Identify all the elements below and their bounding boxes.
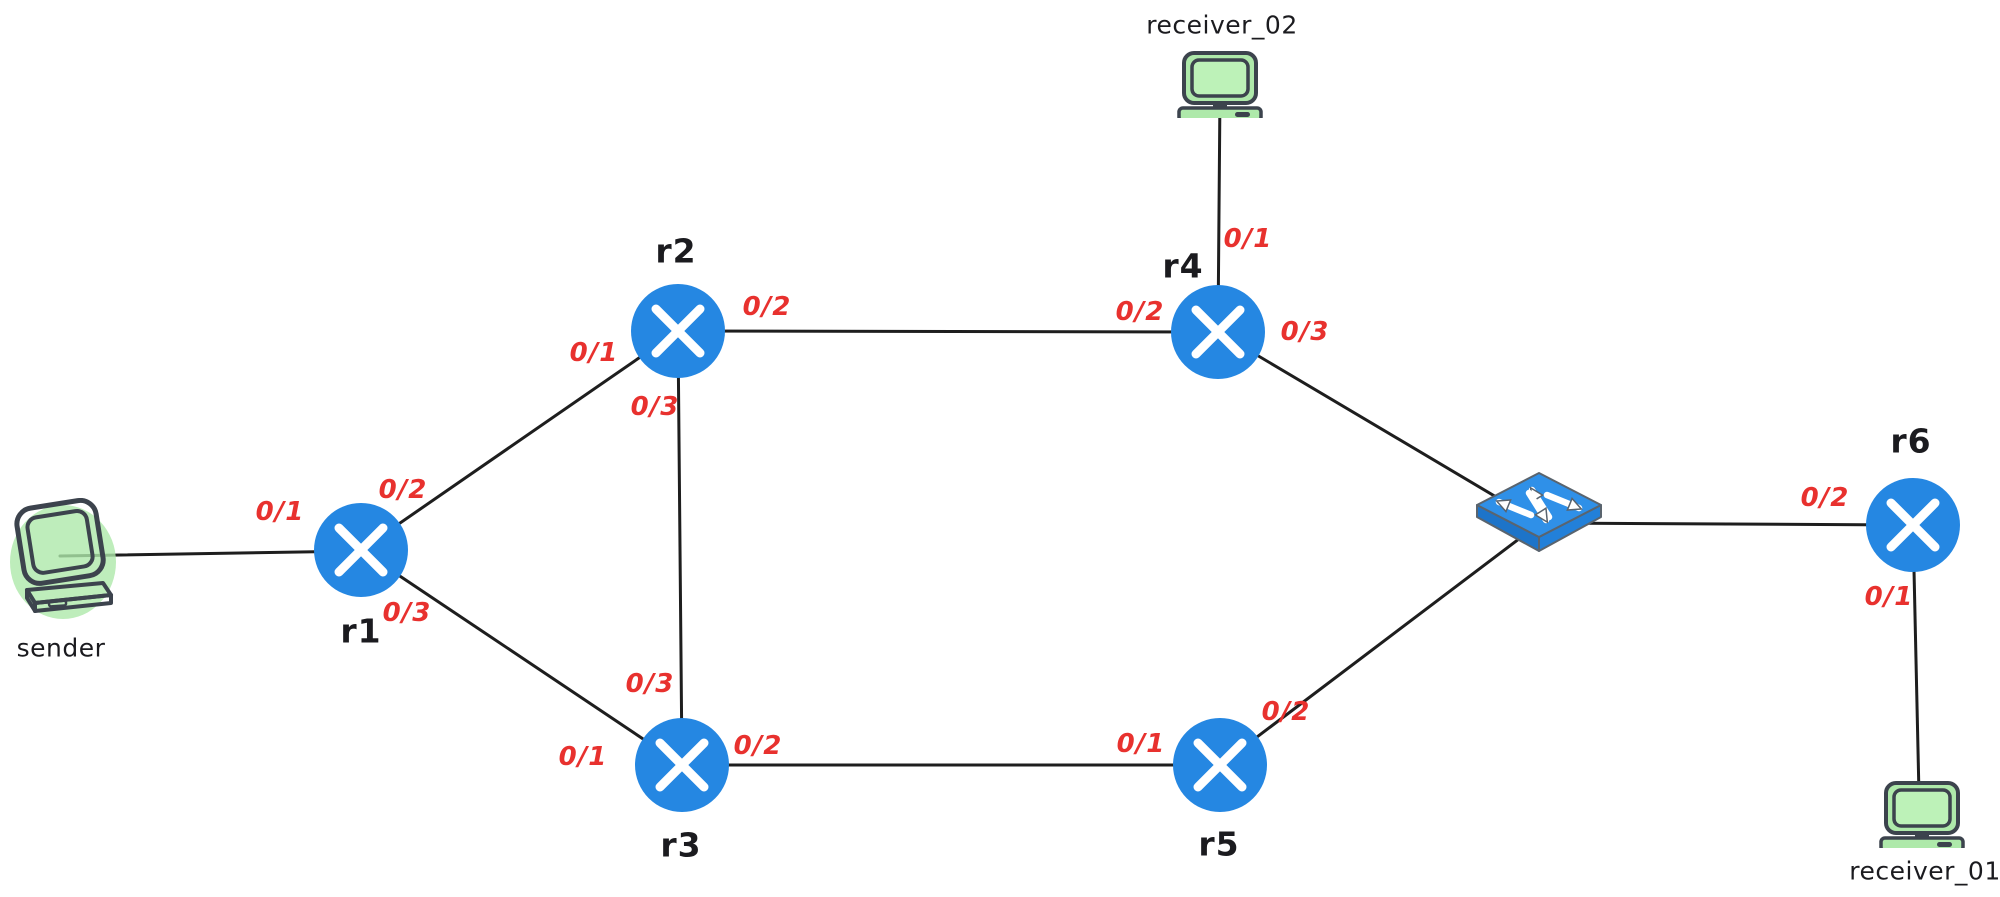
port-label-r4-0-1: 0/1 <box>1223 224 1273 254</box>
node-label-receiver01: receiver_01 <box>1849 856 2000 886</box>
computer-icon <box>1177 51 1263 123</box>
computer-icon <box>1879 781 1965 853</box>
link-r5-switch <box>1218 521 1542 767</box>
node-label-receiver02: receiver_02 <box>1146 10 1298 40</box>
router-r5-icon[interactable] <box>1172 717 1268 813</box>
node-label-r4: r4 <box>1162 246 1204 286</box>
host-receiver01-icon[interactable] <box>1879 780 1965 853</box>
port-label-r4-0-3: 0/3 <box>1280 317 1330 347</box>
router-r3-icon[interactable] <box>634 717 730 813</box>
port-label-r4-0-2: 0/2 <box>1115 297 1165 327</box>
router-r2-icon[interactable] <box>630 283 726 379</box>
node-label-r5: r5 <box>1198 824 1240 864</box>
link-r1-r3 <box>359 548 684 767</box>
node-label-r6: r6 <box>1890 421 1932 461</box>
link-switch-r6 <box>1538 521 1915 527</box>
host-sender-icon[interactable] <box>5 497 120 623</box>
node-label-sender: sender <box>16 633 106 663</box>
port-label-r2-0-2: 0/2 <box>742 292 792 322</box>
switch-icon[interactable] <box>1475 471 1603 571</box>
router-r6-icon[interactable] <box>1865 477 1961 573</box>
link-r4-switch <box>1216 330 1542 525</box>
port-label-r2-0-1: 0/1 <box>569 338 619 368</box>
port-label-r6-0-1: 0/1 <box>1864 582 1914 612</box>
port-label-r5-0-2: 0/2 <box>1261 697 1311 727</box>
port-label-r2-0-3: 0/3 <box>630 392 680 422</box>
port-label-r5-0-1: 0/1 <box>1116 729 1166 759</box>
port-label-r1-0-1: 0/1 <box>255 497 305 527</box>
node-label-r3: r3 <box>660 825 702 865</box>
link-r2-r4 <box>676 329 1220 334</box>
port-label-r1-0-3: 0/3 <box>382 598 432 628</box>
link-r1-r2 <box>359 329 680 552</box>
port-label-r6-0-2: 0/2 <box>1800 483 1850 513</box>
router-r1-icon[interactable] <box>313 502 409 598</box>
link-r2-r3 <box>676 329 684 767</box>
router-r4-icon[interactable] <box>1170 284 1266 380</box>
port-label-r3-0-3: 0/3 <box>625 669 675 699</box>
port-label-r1-0-2: 0/2 <box>378 475 428 505</box>
computer-icon <box>10 497 116 619</box>
node-label-r2: r2 <box>655 231 697 271</box>
node-label-r1: r1 <box>340 611 382 651</box>
port-label-r3-0-1: 0/1 <box>558 742 608 772</box>
port-label-r3-0-2: 0/2 <box>733 731 783 761</box>
host-receiver02-icon[interactable] <box>1177 50 1263 123</box>
